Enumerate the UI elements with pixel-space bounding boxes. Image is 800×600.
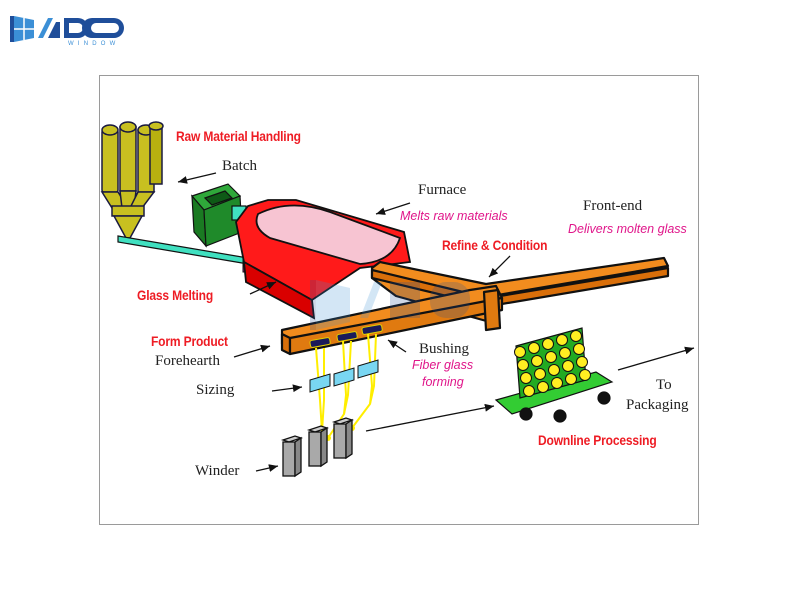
bobbin [523,385,535,397]
bobbin [531,355,543,367]
window-logo-icon: WINDOW [10,16,124,46]
batch-conveyor [117,235,249,265]
label-packaging: Packaging [626,397,689,413]
label-melts-raw-materials: Melts raw materials [400,209,508,223]
label-fiber-glass: Fiber glass [412,358,474,372]
label-refine-condition: Refine & Condition [442,237,548,253]
bobbin [579,369,591,381]
label-front-end: Front-end [583,198,643,214]
label-glass-melting: Glass Melting [137,287,214,303]
label-to: To [656,377,672,393]
pointer-arrows [177,172,695,472]
bobbin [551,377,563,389]
bobbin [514,346,526,358]
bobbin [565,373,577,385]
bobbin [559,347,571,359]
label-sizing: Sizing [196,382,235,398]
bobbin [545,351,557,363]
bobbins [514,330,591,397]
bobbin [556,334,568,346]
winders [280,417,355,478]
bobbin [517,359,529,371]
bobbin [542,338,554,350]
label-furnace: Furnace [418,182,467,198]
label-downline-processing: Downline Processing [538,432,657,448]
diagram-frame [99,75,699,525]
bobbin [573,343,585,355]
bobbin [520,372,532,384]
sizing-applicators [309,359,379,393]
label-forehearth: Forehearth [155,353,220,369]
ado-window-logo: WINDOW [8,12,138,46]
raw-material-silos [100,121,164,239]
furnace [235,199,412,320]
bobbin [576,356,588,368]
bushings [309,324,383,348]
label-batch: Batch [222,158,257,174]
bobbin [528,342,540,354]
label-raw-material-handling: Raw Material Handling [176,128,301,144]
bobbin [562,360,574,372]
batch-hopper [190,183,247,248]
bobbin [537,381,549,393]
label-winder: Winder [195,463,240,479]
label-forming: forming [422,375,464,389]
bobbin [570,330,582,342]
bobbin [548,364,560,376]
svg-text:WINDOW: WINDOW [68,41,120,46]
label-delivers-molten-glass: Delivers molten glass [568,222,687,236]
watermark-logo [310,280,470,330]
bobbin [534,368,546,380]
label-form-product: Form Product [151,333,228,349]
label-bushing: Bushing [419,341,470,357]
glass-fibers [315,333,377,447]
